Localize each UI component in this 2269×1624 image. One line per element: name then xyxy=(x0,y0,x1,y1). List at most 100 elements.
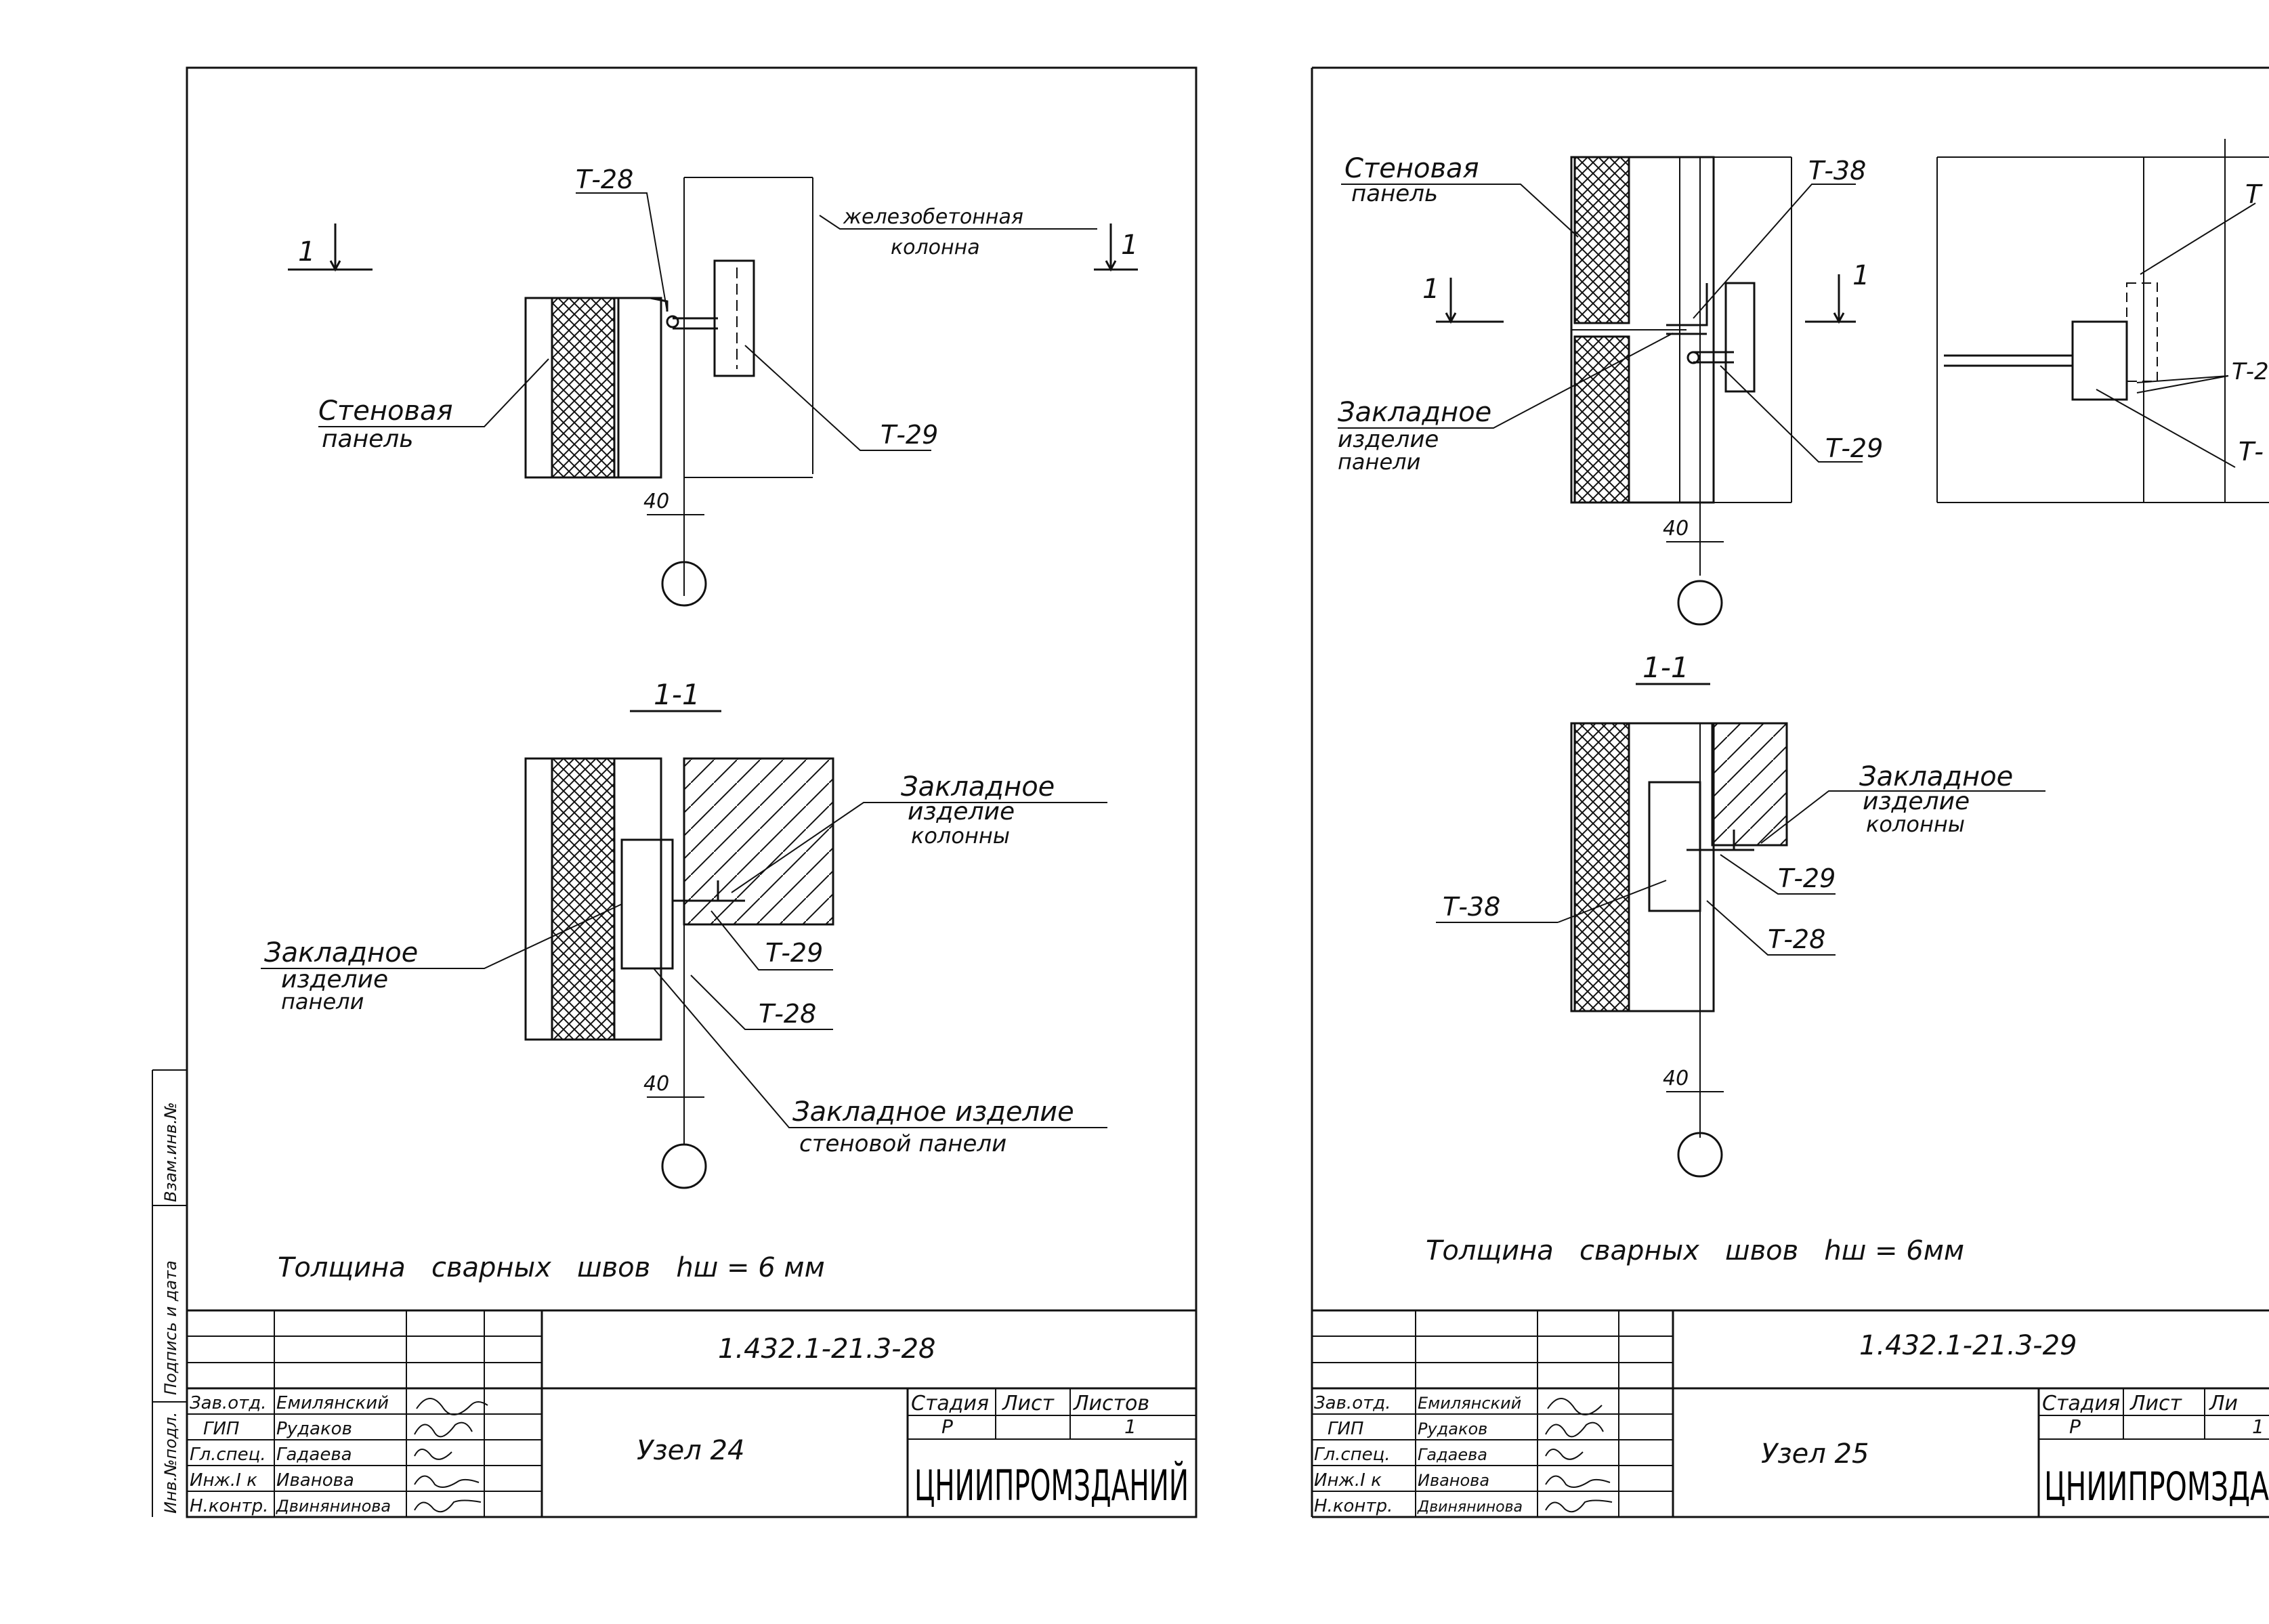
role-5: Н.контр. xyxy=(190,1496,268,1516)
side-elevation-right xyxy=(1936,139,2269,503)
label-emb-wall-2: стеновой панели xyxy=(799,1130,1006,1157)
panel-embed-plate-right xyxy=(1648,781,1701,912)
title-block-right xyxy=(1312,1309,2269,1517)
name-2: Рудаков xyxy=(276,1419,352,1439)
doc-code: 1.432.1-21.3-28 xyxy=(718,1333,936,1365)
label-emb-col-3: колонны xyxy=(911,823,1010,849)
r-name-2: Рудаков xyxy=(1418,1419,1487,1438)
r-name-3: Гадаева xyxy=(1418,1445,1487,1464)
right-texts: Стеновая панель Т-38 1 1 Закладное издел… xyxy=(1314,153,2269,1516)
stamp-vzam: Взам.инв.№ xyxy=(161,1102,180,1202)
r-label-emb-col-3: колонны xyxy=(1866,811,1965,837)
r-role-5: Н.контр. xyxy=(1314,1496,1393,1516)
r-side-t-mid: Т-2 xyxy=(2232,358,2269,385)
r-dim-top: 40 xyxy=(1663,517,1689,540)
label-t29-bottom: Т-29 xyxy=(765,938,823,968)
signature-2 xyxy=(414,1422,473,1438)
r-dim-bottom: 40 xyxy=(1663,1067,1689,1090)
r-name-4: Иванова xyxy=(1418,1471,1489,1490)
r-label-emb-panel-2: изделие xyxy=(1338,426,1439,453)
weld-note: Толщина сварных швов hш = 6 мм xyxy=(278,1252,825,1283)
label-emb-wall-1: Закладное изделие xyxy=(792,1096,1074,1128)
label-column-1: железобетонная xyxy=(843,205,1023,229)
dim-bottom: 40 xyxy=(643,1072,669,1096)
stage-header: Стадия xyxy=(911,1392,989,1415)
name-3: Гадаева xyxy=(276,1445,352,1465)
r-node-name: Узел 25 xyxy=(1761,1438,1869,1470)
r-label-t28-bottom: Т-28 xyxy=(1768,924,1825,954)
r-label-panel-1: Стеновая xyxy=(1344,153,1479,184)
label-emb-panel-3: панели xyxy=(281,989,364,1014)
r-section-mark-right: 1 xyxy=(1852,260,1869,291)
plan-view-right xyxy=(1338,156,1863,626)
insulation-hatch xyxy=(551,297,616,479)
r-label-t38-bottom: Т-38 xyxy=(1443,892,1500,922)
label-emb-col-2: изделие xyxy=(908,798,1015,826)
r-sheet-header: Лист xyxy=(2129,1392,2183,1415)
sheet-left-frame xyxy=(186,66,1197,1518)
r-section-title: 1-1 xyxy=(1642,651,1689,684)
r-role-1: Зав.отд. xyxy=(1314,1393,1391,1413)
r-stage-header: Стадия xyxy=(2042,1392,2120,1415)
r-label-emb-panel-1: Закладное xyxy=(1338,397,1491,428)
label-emb-col-1: Закладное xyxy=(901,771,1055,803)
r-label-panel-2: панель xyxy=(1351,180,1438,207)
org-name: ЦНИИПРОМЗДАНИЙ xyxy=(914,1461,1189,1510)
label-panel-2: панель xyxy=(322,425,414,453)
label-t28-top: Т-28 xyxy=(576,165,633,194)
role-2: ГИП xyxy=(203,1419,240,1439)
grid-axis-circle xyxy=(661,561,707,607)
insulation-hatch-right-lower xyxy=(1573,335,1630,504)
signature-3 xyxy=(414,1449,452,1460)
column-embed-plate-right xyxy=(1724,282,1756,393)
label-column-2: колонна xyxy=(891,236,980,259)
r-side-t-bottom: Т- xyxy=(2239,437,2264,467)
signature-4 xyxy=(414,1475,480,1488)
stamp-sign: Подпись и дата xyxy=(161,1260,180,1395)
r-doc-code: 1.432.1-21.3-29 xyxy=(1859,1330,2077,1361)
plan-view-left xyxy=(288,177,1138,607)
r-stage-value: Р xyxy=(2069,1415,2081,1438)
node-name: Узел 24 xyxy=(637,1435,744,1466)
section-mark-left: 1 xyxy=(298,236,315,268)
left-texts: 1 1 Т-28 железобетонная колонна Стеновая… xyxy=(161,165,1189,1516)
r-side-t-top: Т xyxy=(2245,179,2263,209)
column-section-hatch xyxy=(683,757,834,926)
r-label-emb-col-1: Закладное xyxy=(1859,761,2013,792)
sheets-header: Листов xyxy=(1073,1392,1149,1415)
stamp-inv: Инв.№подл. xyxy=(161,1412,180,1514)
r-label-emb-panel-3: панели xyxy=(1338,449,1420,475)
r-name-1: Емилянский xyxy=(1418,1394,1521,1413)
section-mark-right: 1 xyxy=(1121,230,1138,261)
r-weld-note: Толщина сварных швов hш = 6мм xyxy=(1426,1235,1964,1266)
sheet-value: 1 xyxy=(1124,1415,1137,1438)
role-3: Гл.спец. xyxy=(190,1445,266,1465)
r-section-mark-left: 1 xyxy=(1422,274,1439,305)
label-t28-bottom: Т-28 xyxy=(759,999,816,1029)
name-5: Двинянинова xyxy=(276,1497,391,1516)
sheet-left xyxy=(152,66,1197,1518)
section-1-1-left xyxy=(261,710,1107,1189)
label-panel-1: Стеновая xyxy=(318,396,453,427)
name-1: Емилянский xyxy=(276,1393,389,1413)
role-1: Зав.отд. xyxy=(190,1393,266,1413)
r-role-2: ГИП xyxy=(1328,1419,1364,1439)
r-org-name: ЦНИИПРОМЗДА xyxy=(2044,1463,2269,1510)
sheet-header: Лист xyxy=(1002,1392,1055,1415)
insulation-hatch-section xyxy=(551,757,616,1041)
r-sheets-header: Ли xyxy=(2209,1392,2238,1415)
r-label-t29-bottom: Т-29 xyxy=(1778,863,1836,893)
insulation-hatch-right-upper xyxy=(1573,156,1630,324)
section-title: 1-1 xyxy=(654,678,700,711)
title-block-left xyxy=(187,1309,1196,1517)
label-emb-panel-2: изделие xyxy=(281,966,388,993)
side-stamp-left xyxy=(152,1069,187,1517)
label-t29-top: Т-29 xyxy=(881,420,938,450)
insulation-hatch-section-right xyxy=(1573,722,1630,1012)
signature-5 xyxy=(414,1499,482,1513)
sheet-right xyxy=(1311,66,2269,1518)
r-name-5: Двинянинова xyxy=(1417,1499,1523,1516)
column-section-hatch-right xyxy=(1711,722,1788,847)
r-sheet-value: 1 xyxy=(2252,1415,2264,1438)
